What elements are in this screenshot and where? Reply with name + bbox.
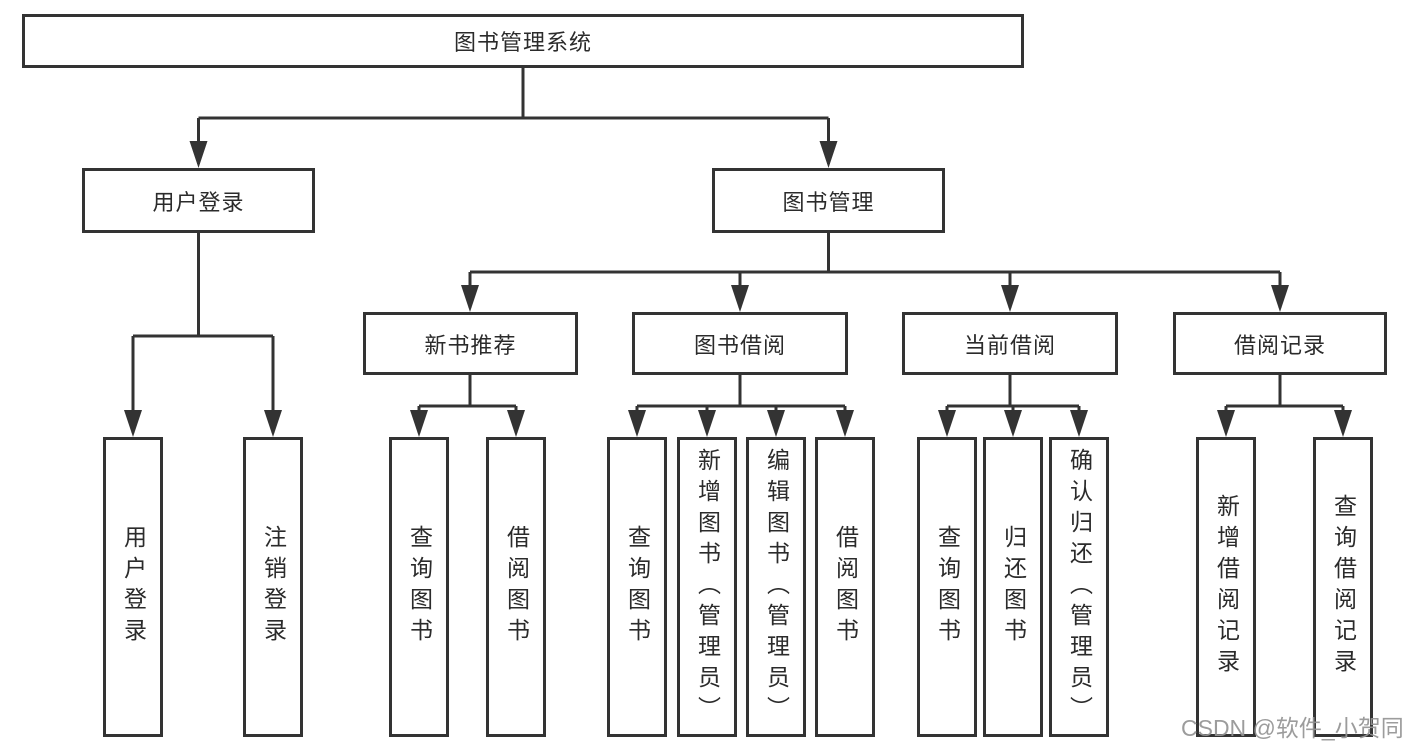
arrow-down-icon: [1334, 410, 1352, 437]
leaf-add-book-admin: 新增图书（管理员）: [677, 437, 737, 737]
node-library-system: 图书管理系统: [22, 14, 1024, 68]
node-label: 注销登录: [260, 525, 287, 649]
node-label: 新增借阅记录: [1213, 494, 1240, 680]
arrow-down-icon: [1004, 410, 1022, 437]
node-label: 图书管理: [782, 189, 875, 215]
arrow-down-icon: [731, 285, 749, 312]
arrow-down-icon: [410, 410, 428, 437]
node-borrowing-records: 借阅记录: [1173, 312, 1387, 375]
arrow-down-icon: [124, 410, 142, 437]
leaf-confirm-return-admin: 确认归还（管理员）: [1049, 437, 1109, 737]
node-label: 图书管理系统: [453, 30, 592, 55]
arrowhead-icons: [124, 141, 1352, 437]
node-book-management: 图书管理: [712, 168, 945, 233]
node-label: 查询图书: [406, 525, 433, 649]
leaf-borrow-books-borrowing: 借阅图书: [815, 437, 875, 737]
node-label: 查询借阅记录: [1330, 494, 1357, 680]
node-label: 查询图书: [624, 525, 651, 649]
node-book-borrowing: 图书借阅: [632, 312, 848, 375]
node-label: 归还图书: [1000, 525, 1027, 649]
leaf-return-books: 归还图书: [983, 437, 1043, 737]
arrow-down-icon: [1001, 285, 1019, 312]
arrow-down-icon: [836, 410, 854, 437]
leaf-query-borrow-record: 查询借阅记录: [1313, 437, 1373, 737]
arrow-down-icon: [461, 285, 479, 312]
arrow-down-icon: [819, 141, 838, 168]
arrow-down-icon: [628, 410, 646, 437]
node-label: 借阅记录: [1233, 332, 1326, 358]
node-label: 借阅图书: [832, 525, 859, 649]
watermark: CSDN @软件_小贺同学: [1181, 715, 1405, 741]
node-label: 新书推荐: [424, 332, 517, 358]
leaf-edit-book-admin: 编辑图书（管理员）: [746, 437, 806, 737]
node-label: 编辑图书（管理员）: [763, 447, 790, 727]
arrow-down-icon: [507, 410, 525, 437]
node-label: 查询图书: [934, 525, 961, 649]
node-user-login: 用户登录: [82, 168, 315, 233]
arrow-down-icon: [938, 410, 956, 437]
arrow-down-icon: [1070, 410, 1088, 437]
leaf-query-books-current: 查询图书: [917, 437, 977, 737]
node-new-book-recommend: 新书推荐: [363, 312, 578, 375]
arrow-down-icon: [189, 141, 208, 168]
node-label: 借阅图书: [503, 525, 530, 649]
leaf-query-books-recommend: 查询图书: [389, 437, 449, 737]
node-label: 确认归还（管理员）: [1066, 447, 1093, 727]
node-current-borrowing: 当前借阅: [902, 312, 1118, 375]
node-label: 图书借阅: [693, 332, 786, 358]
node-label: 当前借阅: [963, 332, 1056, 358]
arrow-down-icon: [698, 410, 716, 437]
leaf-user-login: 用户登录: [103, 437, 163, 737]
arrow-down-icon: [264, 410, 282, 437]
arrow-down-icon: [1217, 410, 1235, 437]
node-label: 用户登录: [152, 189, 245, 215]
leaf-query-books-borrowing: 查询图书: [607, 437, 667, 737]
connector-lines: [131, 68, 1345, 433]
node-label: 新增图书（管理员）: [694, 447, 721, 727]
leaf-add-borrow-record: 新增借阅记录: [1196, 437, 1256, 737]
leaf-logout: 注销登录: [243, 437, 303, 737]
node-label: 用户登录: [120, 525, 147, 649]
arrow-down-icon: [1271, 285, 1289, 312]
arrow-down-icon: [767, 410, 785, 437]
leaf-borrow-books-recommend: 借阅图书: [486, 437, 546, 737]
